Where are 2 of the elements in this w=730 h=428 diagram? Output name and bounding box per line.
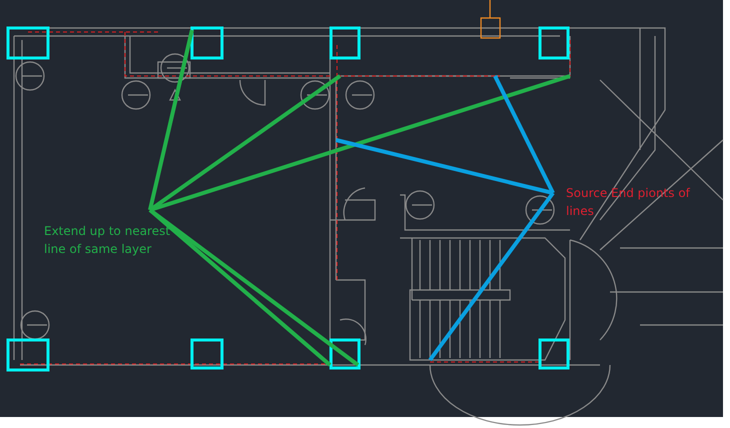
annotation-note: Extend up to nearest line of same layer: [44, 223, 172, 258]
annotation-note: Source End pionts of lines: [566, 185, 692, 220]
